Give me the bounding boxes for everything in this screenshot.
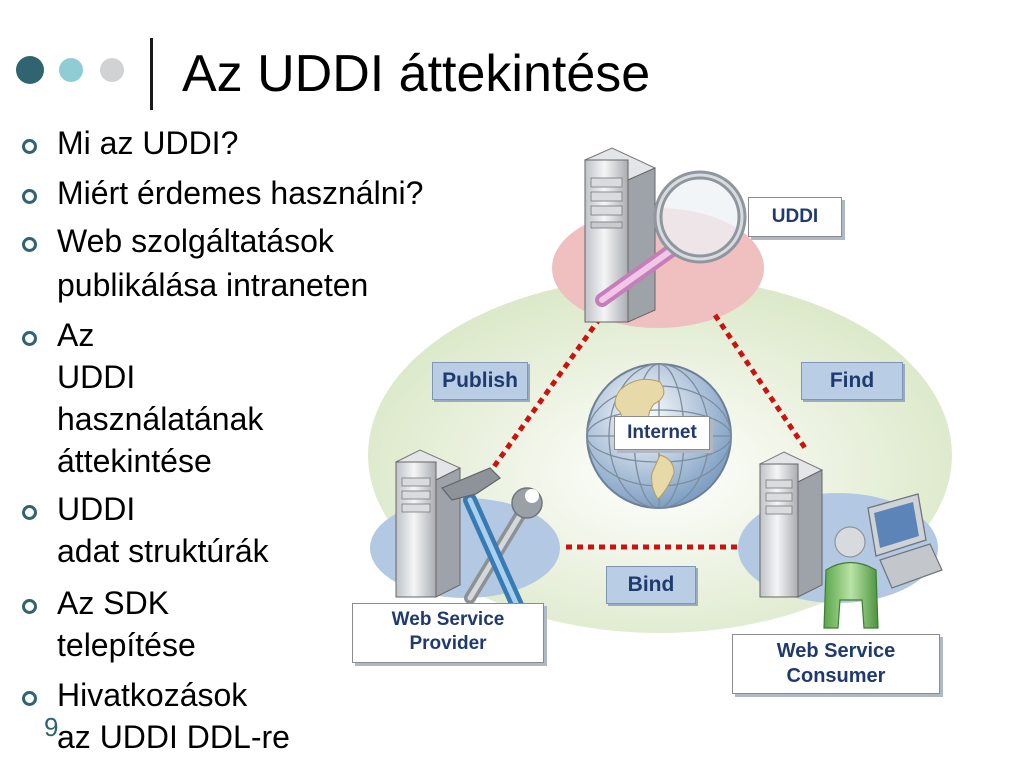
bind-label-text: Bind <box>627 573 675 596</box>
consumer-server-icon <box>758 451 824 598</box>
internet-label: Internet <box>614 416 710 450</box>
title-dot-gray <box>100 58 124 82</box>
consumer-label-line1: Web Service <box>776 640 896 662</box>
bullet-marker <box>22 599 37 614</box>
bullet-text: UDDI <box>57 491 136 527</box>
bullet-marker <box>22 139 37 154</box>
uddi-label: UDDI <box>748 197 842 237</box>
hammer-icon <box>441 467 527 619</box>
bullet-text: Web szolgáltatások <box>57 223 334 259</box>
bullet-marker <box>22 505 37 520</box>
title-dot-light <box>59 58 83 82</box>
provider-server-icon <box>394 449 462 598</box>
publish-label-text: Publish <box>442 369 518 392</box>
bullet-marker <box>22 331 37 346</box>
bullet-marker <box>22 691 37 706</box>
slide-number: 9 <box>44 712 59 742</box>
title-dot-dark <box>16 56 44 84</box>
consumer-label-line2: Consumer <box>786 665 886 687</box>
bullet-text: UDDI <box>57 359 136 395</box>
connectors <box>485 313 808 550</box>
magnifier-icon <box>595 170 747 307</box>
bullet-text: Mi az UDDI? <box>57 125 239 161</box>
uddi-server-icon <box>583 147 657 323</box>
title-divider <box>150 38 153 110</box>
bullet-marker <box>22 237 37 252</box>
user-icon <box>823 526 879 629</box>
bullet-text: Az SDK <box>57 585 170 621</box>
find-label-text: Find <box>829 369 875 392</box>
find-label: Find <box>801 362 903 400</box>
slide-title: Az UDDI áttekintése <box>182 45 651 103</box>
bullet-text: áttekintése <box>57 443 212 479</box>
internet-label-text: Internet <box>627 422 697 443</box>
bullet-text: publikálása intraneten <box>57 267 369 303</box>
provider-label-line2: Provider <box>409 633 487 654</box>
monitor-icon <box>867 493 943 589</box>
uddi-label-text: UDDI <box>771 206 819 227</box>
bind-label: Bind <box>606 566 696 604</box>
bullet-text: Hivatkozások <box>57 677 248 713</box>
bullet-text: telepítése <box>57 627 196 663</box>
publish-label: Publish <box>432 362 528 400</box>
provider-label: Web Service Provider <box>352 603 544 663</box>
provider-label-line1: Web Service <box>391 609 505 630</box>
bullet-text: Miért érdemes használni? <box>57 175 424 211</box>
bullet-text: használatának <box>57 401 264 437</box>
bullet-text: Az <box>57 317 95 353</box>
consumer-label: Web Service Consumer <box>732 634 940 694</box>
bullet-marker <box>22 189 37 204</box>
bullet-text: az UDDI DDL-re <box>57 719 290 755</box>
connector-find <box>712 313 808 450</box>
bullet-text: adat struktúrák <box>57 533 269 569</box>
